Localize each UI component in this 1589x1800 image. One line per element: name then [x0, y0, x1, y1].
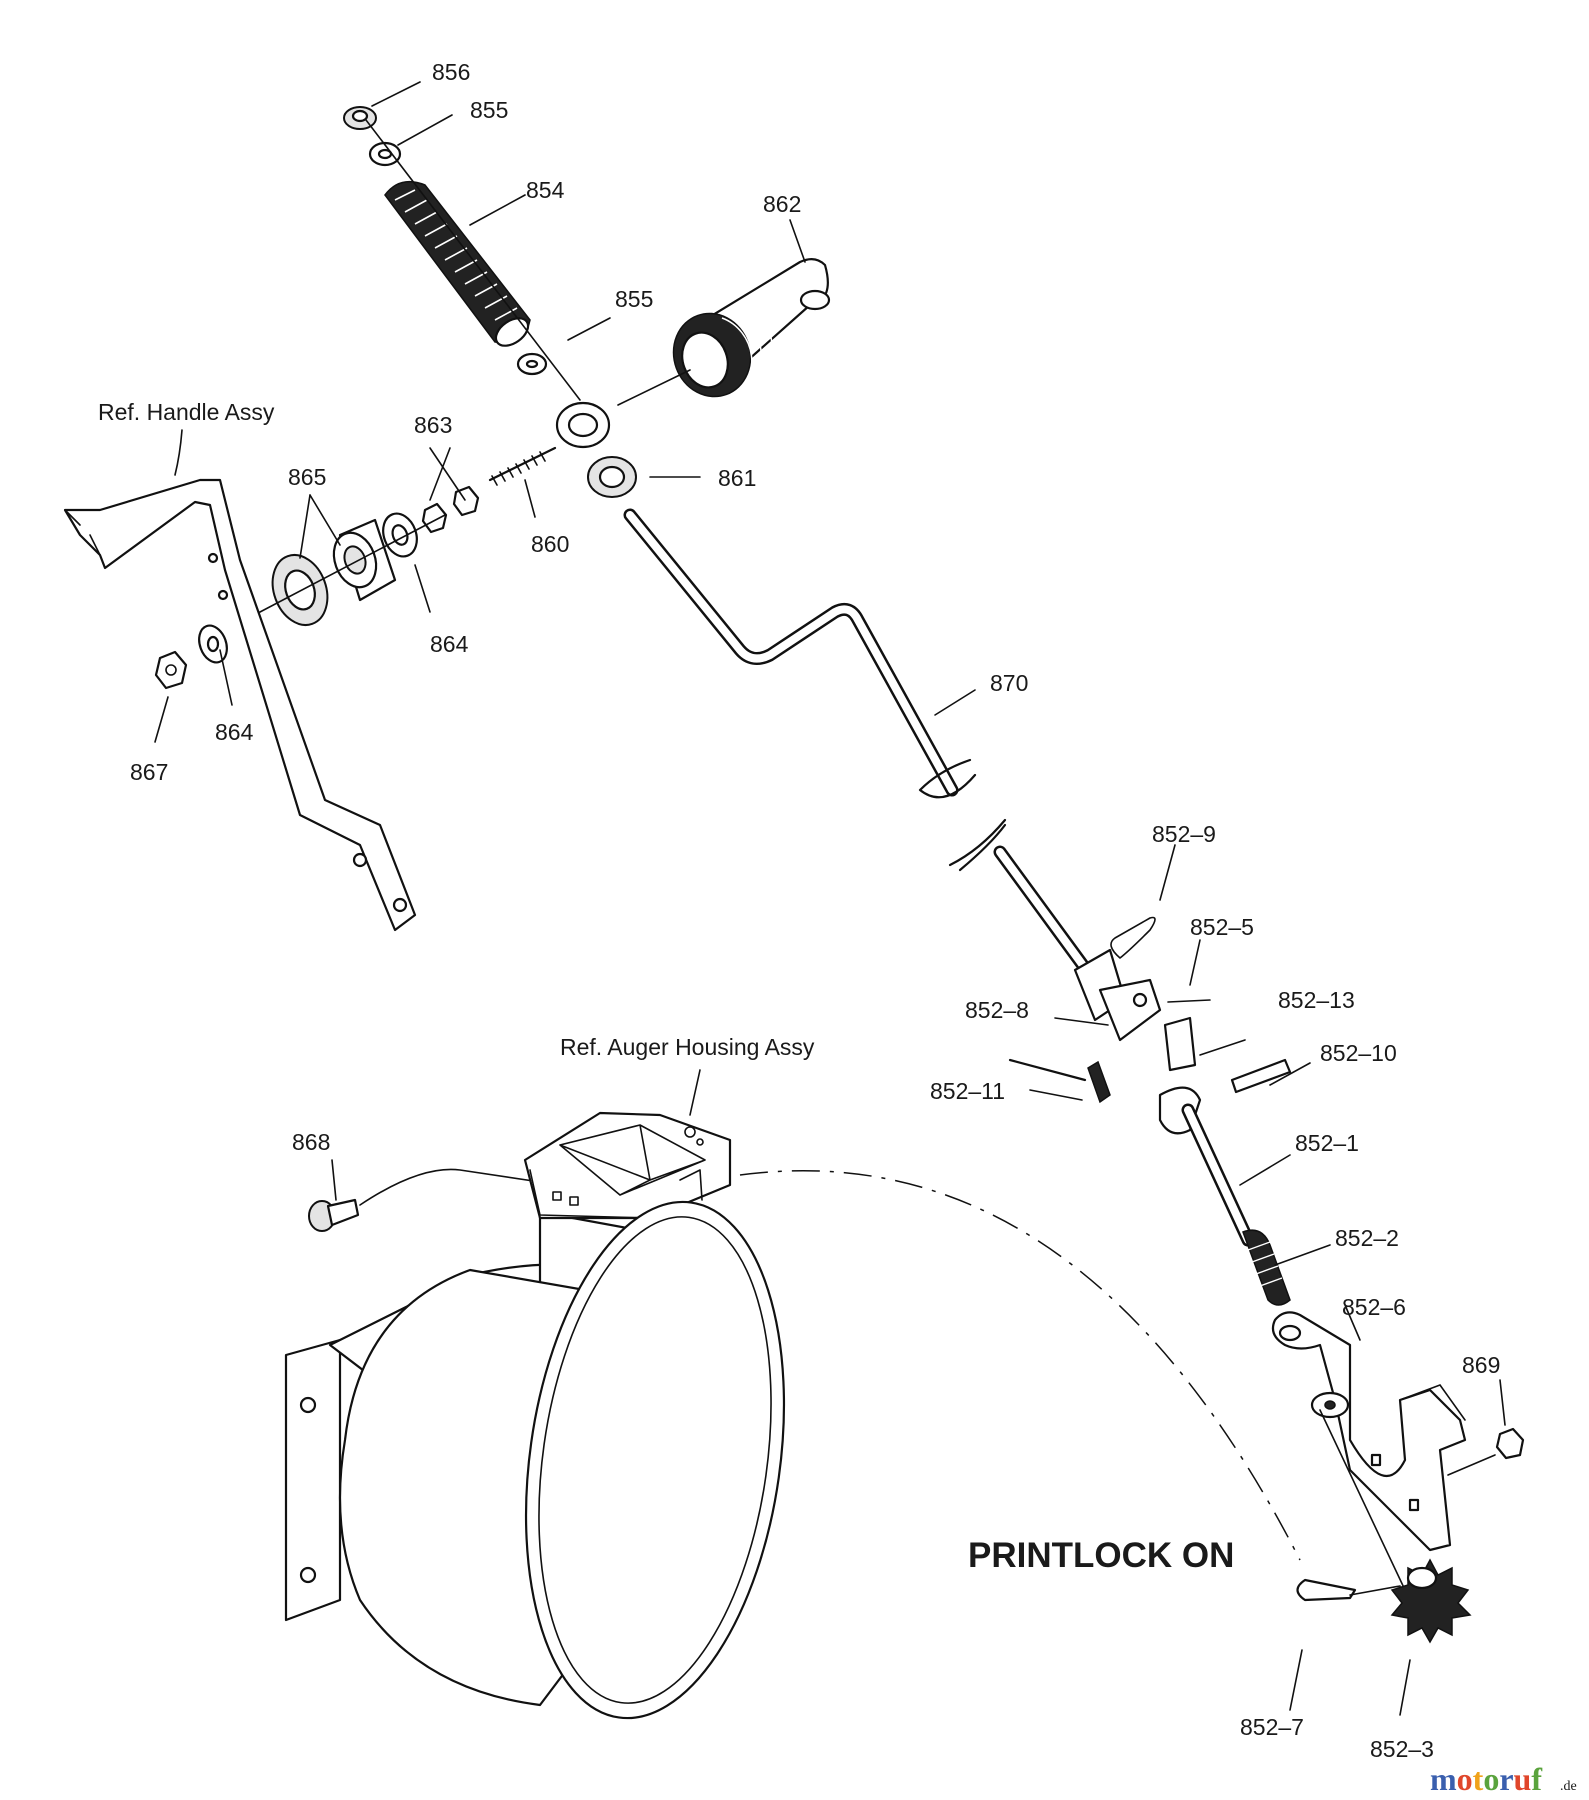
- grip-854: [384, 180, 531, 347]
- knob-862: [672, 258, 831, 399]
- label-864-lower: 864: [215, 719, 254, 745]
- label-852-3: 852–3: [1370, 1736, 1434, 1762]
- label-852-8: 852–8: [965, 997, 1029, 1023]
- watermark-suffix: .de: [1560, 1779, 1577, 1794]
- label-868: 868: [292, 1129, 330, 1155]
- part-labels: 856 855 854 862 855 Ref. Handle Assy 863…: [98, 59, 1500, 1762]
- label-855-lower: 855: [615, 286, 653, 312]
- label-852-6: 852–6: [1342, 1294, 1406, 1320]
- label-854: 854: [526, 177, 565, 203]
- label-handle-ref: Ref. Handle Assy: [98, 399, 275, 425]
- leader-lines: [154, 81, 1506, 1716]
- label-852-2: 852–2: [1335, 1225, 1399, 1251]
- label-861: 861: [718, 465, 756, 491]
- pivot-bushing-865: [271, 518, 397, 626]
- spring-852-2: [1242, 1229, 1291, 1306]
- nut-869: [1495, 1427, 1525, 1460]
- label-856: 856: [432, 59, 470, 85]
- label-852-9: 852–9: [1152, 821, 1216, 847]
- label-865: 865: [288, 464, 326, 490]
- watermark-letter: o: [1483, 1761, 1499, 1797]
- watermark-letter: r: [1499, 1761, 1513, 1797]
- label-printlock: PRINTLOCK ON: [968, 1536, 1234, 1575]
- label-852-10: 852–10: [1320, 1040, 1397, 1066]
- label-870: 870: [990, 670, 1028, 696]
- label-862: 862: [763, 191, 801, 217]
- label-852-13: 852–13: [1278, 987, 1355, 1013]
- label-852-11: 852–11: [930, 1078, 1005, 1104]
- watermark-letter: o: [1457, 1761, 1473, 1797]
- eye-bolt-860: [488, 401, 611, 486]
- rod-870: [623, 508, 1097, 982]
- label-867: 867: [130, 759, 168, 785]
- label-auger-ref: Ref. Auger Housing Assy: [560, 1034, 815, 1060]
- label-864-upper: 864: [430, 631, 469, 657]
- rotation-arc: [739, 1170, 1301, 1561]
- auger-housing: [284, 1111, 786, 1720]
- nut-867: [154, 650, 188, 690]
- label-869: 869: [1462, 1352, 1500, 1378]
- watermark-letter: t: [1473, 1761, 1484, 1797]
- watermark-letter: u: [1514, 1761, 1532, 1797]
- label-852-1: 852–1: [1295, 1130, 1359, 1156]
- gear-852-3: [1390, 1558, 1472, 1644]
- watermark-logo: motoruf .de: [1430, 1761, 1577, 1797]
- label-855-upper: 855: [470, 97, 508, 123]
- bolt-868: [308, 1168, 561, 1232]
- nut-863-b: [452, 485, 480, 517]
- label-860: 860: [531, 531, 569, 557]
- label-852-5: 852–5: [1190, 914, 1254, 940]
- linkage-852: [1008, 916, 1525, 1644]
- watermark-letter: m: [1430, 1761, 1457, 1797]
- label-852-7: 852–7: [1240, 1714, 1304, 1740]
- nut-863-a: [421, 502, 448, 534]
- label-863: 863: [414, 412, 452, 438]
- svg-text:motoruf: motoruf: [1430, 1761, 1542, 1797]
- watermark-letter: f: [1531, 1761, 1542, 1797]
- handle-assembly: [63, 478, 417, 932]
